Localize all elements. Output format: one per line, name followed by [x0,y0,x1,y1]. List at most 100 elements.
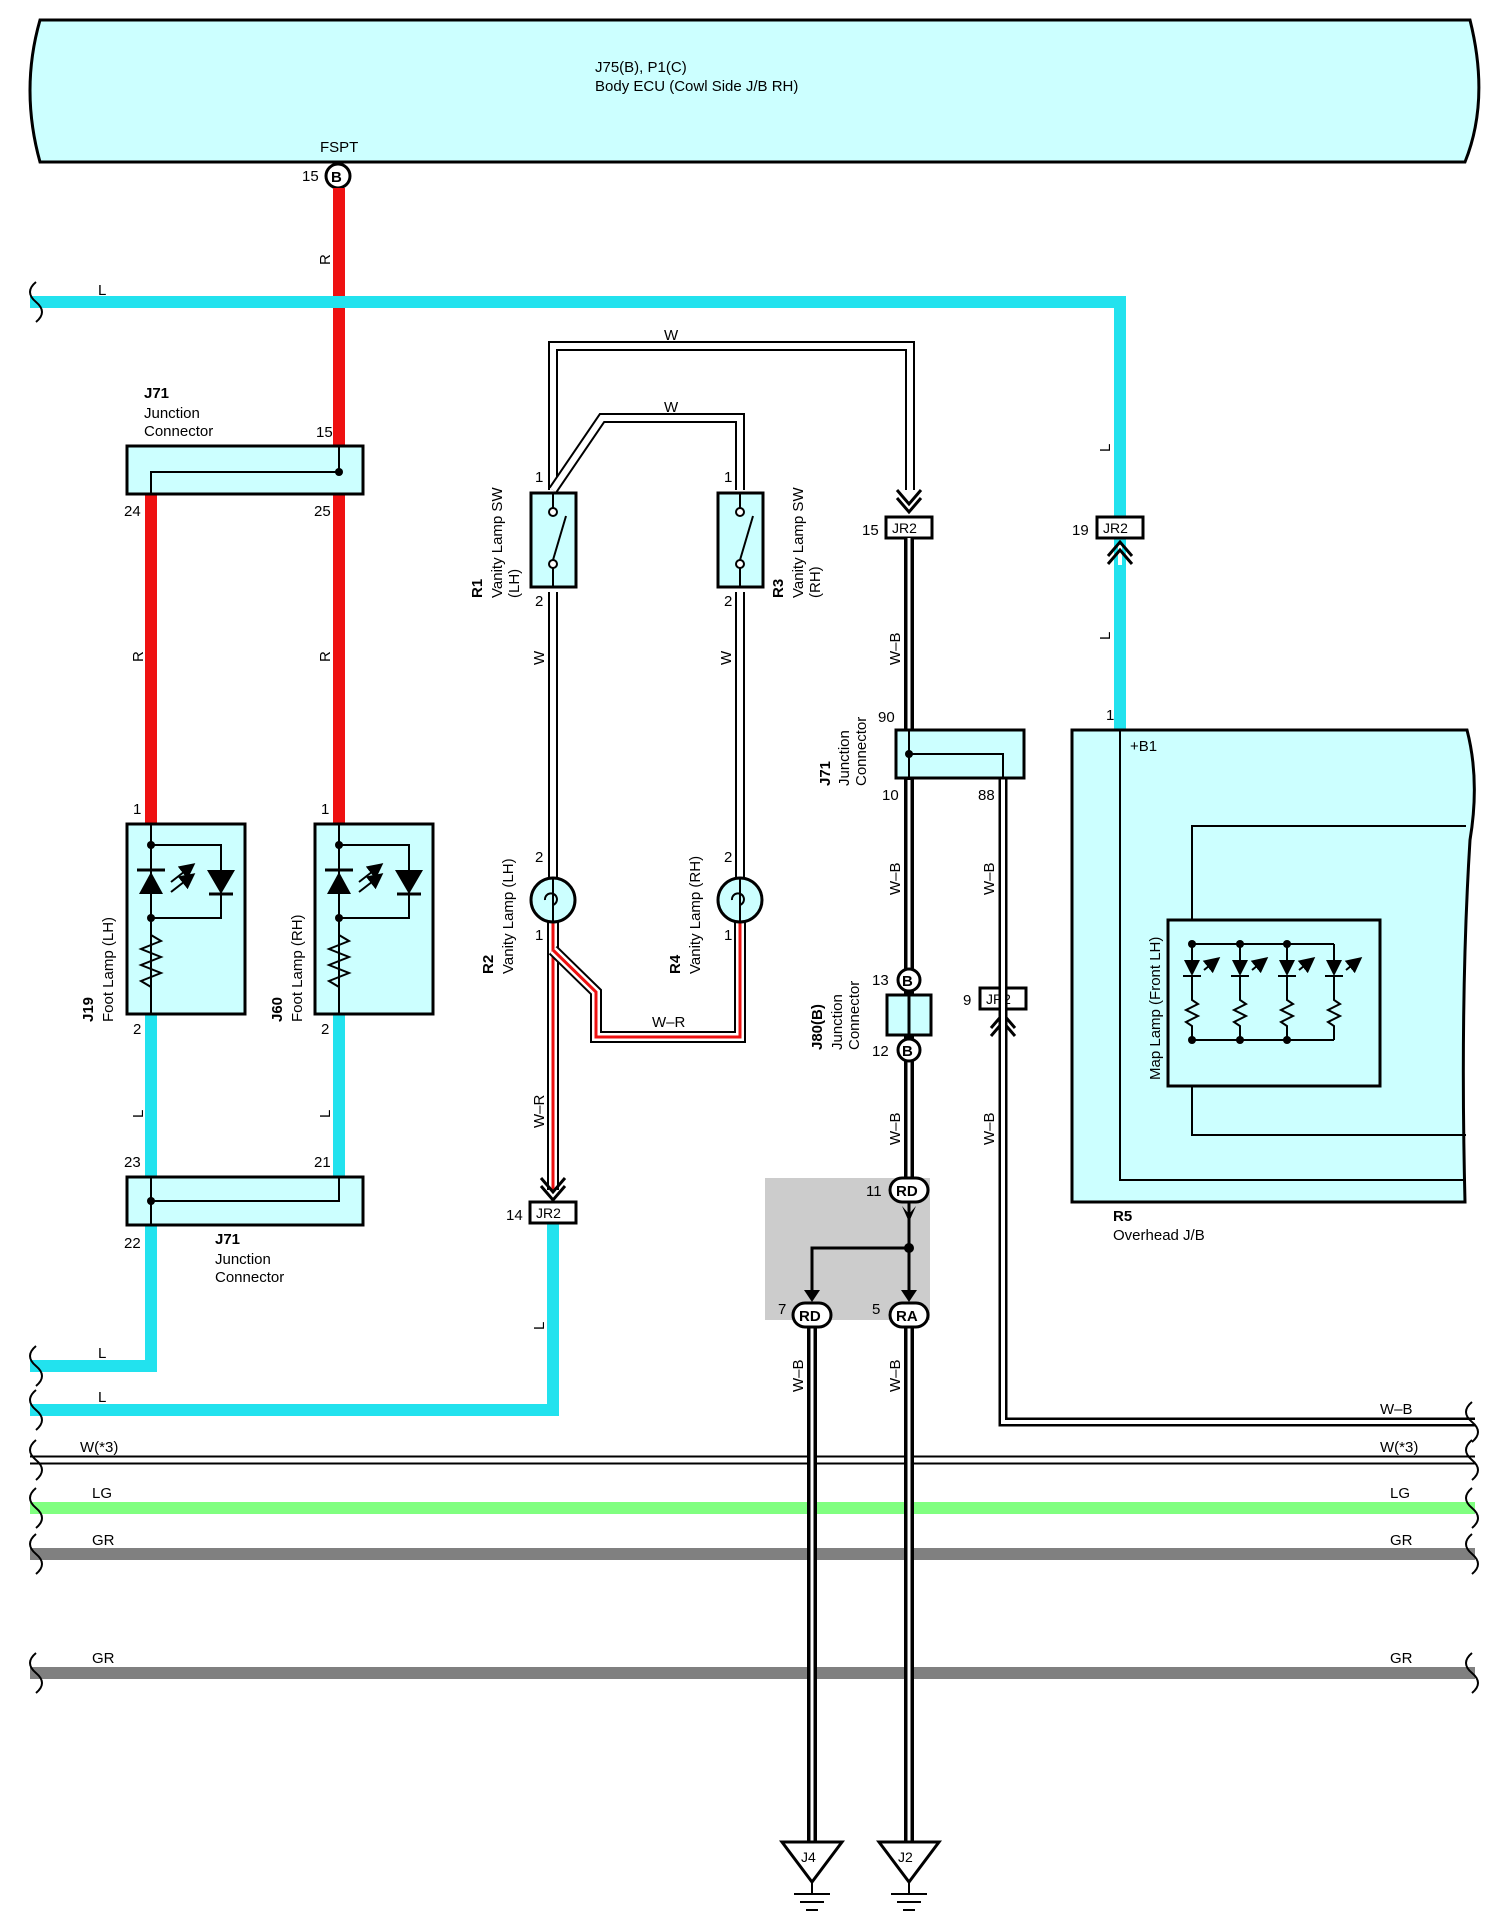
wire-label-w: W [664,327,679,344]
wire-label-wb: W–B [887,1359,904,1392]
wire-label-l: L [98,1345,106,1362]
component-code: J71 [817,761,834,786]
ecu-subtitle: Body ECU (Cowl Side J/B RH) [595,78,798,95]
wire-label-r: R [317,254,334,265]
connector-jr2-9: 9 JR2 [963,986,1028,1037]
component-code: J71 [215,1231,240,1248]
component-name: Vanity Lamp (RH) [687,856,704,974]
pin-number: 15 [862,522,879,539]
connector-tag: B [902,1043,913,1060]
wire-label-wr: W–R [531,1095,548,1129]
component-side: (RH) [807,566,824,598]
pin-number: 2 [535,593,543,610]
pin-number: 2 [321,1021,329,1038]
ecu-pin-tag: B [331,169,342,186]
wire-label-wr: W–R [652,1014,686,1031]
pin-number: 2 [133,1021,141,1038]
wire-label-w: W [531,650,548,665]
wire-label-lg: LG [1390,1485,1410,1502]
pin-number: 88 [978,787,995,804]
pin-number: 2 [535,849,543,866]
vanity-lamp-switch-rh-r3: 1 2 R3 Vanity Lamp SW (RH) [716,469,824,610]
wire-label-l: L [1097,444,1114,452]
component-name: Connector [215,1269,284,1286]
wire-label-l: L [98,1389,106,1406]
bus-wires: W(*3) W(*3) LG LG GR GR GR GR [30,1439,1475,1679]
map-lamp-led [1325,944,1363,1040]
pin-number: 1 [535,469,543,486]
foot-lamp-rh-j60: 1 2 J60 Foot Lamp (RH) [269,801,435,1038]
map-lamp-box [1166,918,1382,1088]
wire-label-l: L [317,1110,334,1118]
wire-label-w: W [664,399,679,416]
wire-label-wb: W–B [981,1112,998,1145]
ecu-pin-label: FSPT [320,139,358,156]
vanity-lamp-switch-lh-r1: 1 2 R1 Vanity Lamp SW (LH) [469,469,578,610]
component-name: Junction [836,730,853,786]
pin-number: 12 [872,1043,889,1060]
component-name: Connector [144,423,213,440]
wire-label-lg: LG [92,1485,112,1502]
component-name: Connector [846,981,863,1050]
ground-j4: J4 [779,1840,845,1911]
wire-label-r: R [317,651,334,662]
connector-tag: JR2 [892,520,917,536]
map-lamp-name: Map Lamp (Front LH) [1147,937,1164,1080]
wire-label-l: L [1097,632,1114,640]
component-name: Connector [853,717,870,786]
pin-number: 90 [878,709,895,726]
component-code: J80(B) [809,1004,826,1050]
component-code: R2 [480,955,497,974]
component-code: R3 [770,579,787,598]
ground-code: J2 [898,1849,913,1865]
component-name: Vanity Lamp SW [489,487,506,598]
connector-tag: B [902,973,913,990]
pin-number: 23 [124,1154,141,1171]
pin-number: 15 [316,424,333,441]
map-lamp-led [1183,944,1221,1040]
wire-label-wb: W–B [887,862,904,895]
pin-number: 1 [321,801,329,818]
pin-number: 1 [133,801,141,818]
connector-tag: RD [799,1308,821,1325]
connector-jr2-19: 19 JR2 [1072,515,1145,565]
junction-connector-j71-bottom: 23 21 22 J71 Junction Connector [124,1154,365,1286]
vanity-lamp-rh-r4: 2 1 R4 Vanity Lamp (RH) [667,849,764,974]
component-name: Junction [144,405,200,422]
map-lamp-led [1231,944,1269,1040]
wire-label-l: L [531,1322,548,1330]
pin-number: 9 [963,992,971,1009]
ecu-pin-number: 15 [302,168,319,185]
component-name: Junction [829,994,846,1050]
foot-lamp-lh-j19: 1 2 J19 Foot Lamp (LH) [80,801,247,1038]
connector-tag: JR2 [536,1205,561,1221]
pin-number: 14 [506,1207,523,1224]
connector-tag: RA [896,1308,918,1325]
component-name: Junction [215,1251,271,1268]
splice-area: 11 RD 7 RD 5 RA [765,1176,930,1329]
pin-number: 13 [872,972,889,989]
wire-label-gr: GR [92,1532,115,1549]
component-name: Overhead J/B [1113,1227,1205,1244]
component-code: R5 [1113,1208,1132,1225]
wire-label-gr: GR [1390,1532,1413,1549]
wire-label-wb: W–B [887,632,904,665]
wire-label-wb: W–B [790,1359,807,1392]
ground-code: J4 [801,1849,816,1865]
body-ecu: J75(B), P1(C) Body ECU (Cowl Side J/B RH… [28,18,1481,190]
pin-number: 25 [314,503,331,520]
wire-label-wb: W–B [1380,1401,1413,1418]
wire-red: R R R [130,188,345,824]
ecu-title: J75(B), P1(C) [595,59,687,76]
component-side: (LH) [506,569,523,598]
connector-jr2-14: 14 JR2 [506,1177,578,1225]
component-code: R1 [469,579,486,598]
wire-label-gr: GR [1390,1650,1413,1667]
overhead-junction-block-r5: 1 +B1 Map Lamp (Front LH) [1070,707,1476,1244]
pin-number: 19 [1072,522,1089,539]
wire-label-w3: W(*3) [1380,1439,1418,1456]
pin-number: 22 [124,1235,141,1252]
wire-cyan-l: L L L L L L L L [30,282,1126,1416]
pin-number: 10 [882,787,899,804]
wire-label-gr: GR [92,1650,115,1667]
